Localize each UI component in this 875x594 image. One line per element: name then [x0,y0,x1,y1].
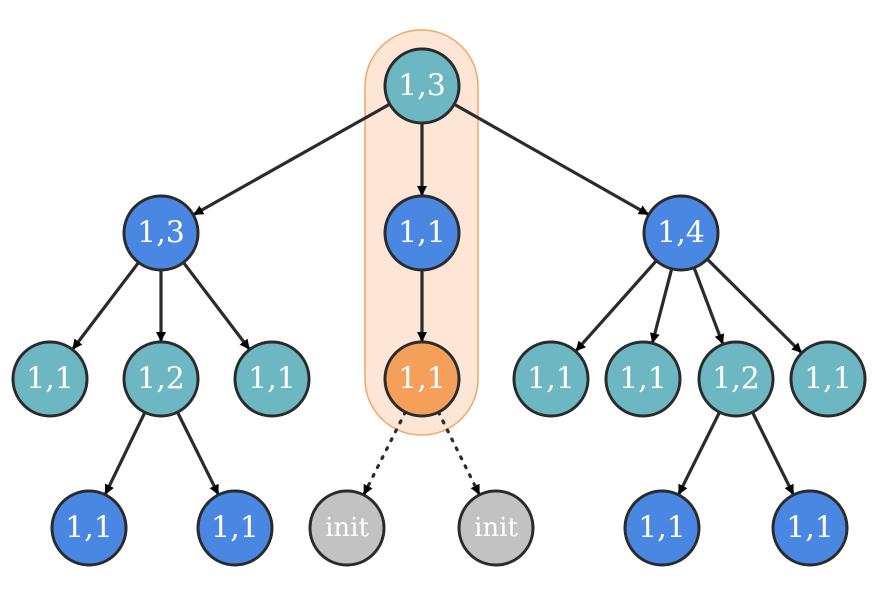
node-label: 1,1 [638,511,686,546]
node-l3-init2: init [457,489,535,567]
node-circle [11,340,89,418]
edge-l1-right-to-l2-g [706,257,803,354]
node-root: 1,3 [383,47,461,125]
edge-l1-right-to-l2-d [575,259,658,352]
node-circle [383,194,461,272]
node-l2-mid: 1,1 [383,340,461,418]
node-label: 1,2 [712,362,760,397]
node-l1-right: 1,4 [642,194,720,272]
node-label: 1,1 [398,216,446,251]
node-l1-mid: 1,1 [383,194,461,272]
node-l2-e: 1,1 [604,340,682,418]
node-l2-d: 1,1 [512,340,590,418]
node-circle [383,47,461,125]
node-circle [789,340,867,418]
node-label: 1,3 [137,216,185,251]
node-l3-init1: init [308,489,386,567]
node-label: 1,1 [26,362,74,397]
node-label: 1,1 [248,362,296,397]
node-l2-f: 1,2 [697,340,775,418]
node-l2-g: 1,1 [789,340,867,418]
node-circle [457,489,535,567]
node-label: 1,1 [65,511,113,546]
edge-l1-right-to-l2-e [649,268,674,344]
node-label: 1,1 [211,511,259,546]
node-label: 1,1 [527,362,575,397]
node-circle [697,340,775,418]
node-label: init [474,513,518,543]
node-circle [122,194,200,272]
edge-l1-right-to-l2-f [692,267,725,345]
edge-l1-left-to-l2-a [71,261,140,350]
node-label: 1,1 [786,511,834,546]
node-circle [196,489,274,567]
node-l1-left: 1,3 [122,194,200,272]
node-l3-b: 1,1 [196,489,274,567]
node-circle [122,340,200,418]
node-circle [604,340,682,418]
node-label: 1,1 [619,362,667,397]
node-circle [233,340,311,418]
node-label: 1,3 [398,69,446,104]
edge-l2-b-to-l3-a [104,411,147,495]
node-circle [771,489,849,567]
node-label: 1,1 [804,362,852,397]
node-label: init [325,513,369,543]
node-l3-c: 1,1 [623,489,701,567]
edge-l2-f-to-l3-d [751,411,795,495]
node-l3-d: 1,1 [771,489,849,567]
node-circle [642,194,720,272]
node-circle [383,340,461,418]
node-circle [308,489,386,567]
node-l2-a: 1,1 [11,340,89,418]
node-label: 1,2 [137,362,185,397]
node-circle [50,489,128,567]
node-l3-a: 1,1 [50,489,128,567]
node-label: 1,4 [657,216,705,251]
nodes: 1,3 1,3 1,1 1,4 1,1 1,2 1,1 1,1 1,1 1,1 1,2 1,1 1,1 1… [11,47,867,567]
edge-l1-left-to-l2-c [182,261,251,350]
edges [71,102,803,496]
node-l2-c: 1,1 [233,340,311,418]
edge-root-to-l1-left [193,102,391,216]
edge-l2-b-to-l3-b [176,411,220,495]
node-circle [512,340,590,418]
edge-l2-f-to-l3-c [677,411,721,495]
edge-root-to-l1-right [453,102,649,216]
node-l2-b: 1,2 [122,340,200,418]
node-label: 1,1 [398,362,446,397]
node-circle [623,489,701,567]
